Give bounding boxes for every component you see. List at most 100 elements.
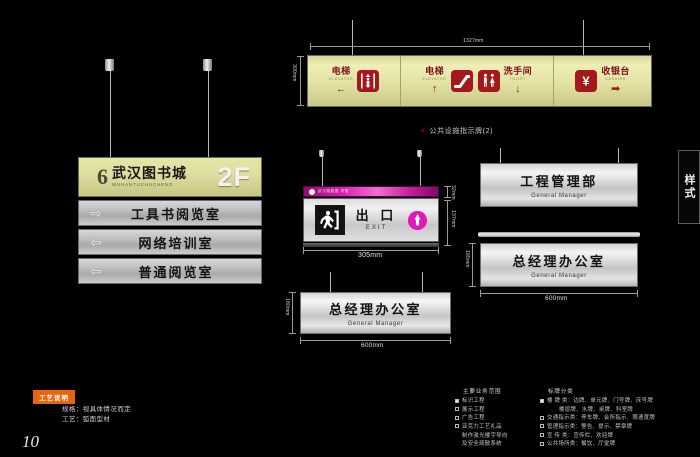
business-scope-title: 主要业务范围 [463, 389, 502, 395]
spec-line: 规格：视具体情况而定 [62, 406, 131, 413]
hanging-rod [618, 148, 619, 163]
ceiling-mount [417, 150, 422, 157]
exit-header-dimension-label: 32mm [450, 185, 456, 200]
exit-sign-brand-header: 武汉路路图 有限 [303, 186, 439, 197]
sign-types-text: 管理指示类：警告、提示、禁章牌 [547, 423, 633, 430]
facility-text-col: 收银台 CASHIER ➡ [601, 67, 630, 94]
arrow-left-icon: ⇦ [90, 233, 102, 250]
gm-bottom-width-dimension-line [300, 337, 451, 344]
business-scope-text: 制作激光楼宇导向 [462, 432, 508, 439]
gm-bottom-height-dimension-label: 180mm [284, 298, 290, 316]
business-scope-block: 主要业务范围 标识工程 展示工程 广告工程 亚克力工艺礼品 制作激光楼宇导向 及… [455, 387, 508, 449]
business-scope-item: 制作激光楼宇导向 [455, 432, 508, 441]
facility-label-en: CASHIER [605, 76, 627, 81]
business-scope-text: 广告工程 [462, 415, 485, 422]
exit-width-dimension-line [303, 247, 439, 254]
arrow-right-icon: ⇨ [90, 204, 102, 221]
facility-label-cn: 电梯 [331, 66, 351, 77]
page-number: 10 [22, 432, 39, 451]
gm-right-width-dimension-line [480, 290, 638, 297]
gm-bottom-height-dimension-line [289, 292, 296, 334]
business-scope-item: 广告工程 [455, 414, 508, 423]
facility-label-block: 收银台 CASHIER [601, 67, 630, 81]
checkbox-icon [455, 407, 459, 412]
checkbox-icon [455, 424, 459, 429]
checkbox-icon [455, 415, 459, 420]
business-scope-item: 展示工程 [455, 406, 508, 415]
facility-item-escalator: 电梯 ELEVATOR ↑ [422, 67, 473, 94]
sign-types-item: 交通指示类：停车牌、会所指示、限速度牌 [540, 414, 655, 423]
style-tab-label: 样式 [683, 174, 695, 200]
elevator-icon [357, 70, 380, 92]
checkbox-spacer [455, 442, 459, 446]
hanging-rod [420, 155, 421, 186]
facilities-panel-3: ¥ 收银台 CASHIER ➡ [554, 56, 651, 106]
exit-sign-base [303, 243, 439, 247]
sign-types-item: 楼层牌、水牌、桌牌、科室牌 [540, 406, 655, 415]
plate-label-cn: 总经理办公室 [512, 254, 606, 269]
sign-types-item: 楼 牌 类：边牌、单元牌、门号牌、床号牌 [540, 397, 655, 406]
sign-types-text: 楼 牌 类：边牌、单元牌、门号牌、床号牌 [547, 398, 654, 404]
sign-types-item: 管理指示类：警告、提示、禁章牌 [540, 423, 655, 432]
plate-label-cn: 工程管理部 [520, 174, 598, 189]
style-side-tab[interactable]: 样式 [678, 150, 700, 224]
business-scope-text: 亚克力工艺礼品 [462, 423, 502, 430]
library-floor-label: 2F [217, 161, 251, 192]
hanging-rod [352, 20, 353, 55]
library-directory-row: ⇨ 工具书阅览室 [78, 200, 262, 226]
facility-text-col: 电梯 ELEVATOR ↑ [422, 67, 446, 94]
cashier-yen-icon: ¥ [575, 70, 598, 92]
process-note-lines: 规格：视具体情况而定 工艺：弧面型材 [62, 405, 131, 425]
exit-width-dimension-label: 305mm [358, 252, 383, 259]
hanging-rod [208, 68, 209, 158]
facilities-width-dimension-line [310, 43, 650, 50]
toilet-icon [477, 70, 500, 92]
sign-types-item: 宣 传 类：宣传栏、欢迎牌 [540, 432, 655, 441]
sign-types-text: 楼层牌、水牌、桌牌、科室牌 [559, 406, 633, 413]
plate-top-rail [478, 232, 640, 237]
arrow-left-icon: ⇦ [90, 262, 102, 279]
business-scope-item: 标识工程 [455, 397, 508, 406]
facility-label-cn: 收银台 [601, 66, 630, 77]
facility-label-cn: 洗手间 [503, 66, 533, 77]
ceiling-mount [203, 59, 212, 71]
facilities-panel-2: 电梯 ELEVATOR ↑ [401, 56, 555, 106]
facility-label-en: ELEVATOR [329, 76, 354, 81]
library-row-label: 普通阅览室 [138, 264, 214, 280]
spec-line: 工艺：弧面型材 [62, 415, 111, 423]
exit-header-dimension-line [444, 186, 451, 198]
plate-label-en: General Manager [531, 193, 587, 199]
hanging-rod [330, 272, 331, 292]
hanging-rod [583, 20, 584, 55]
svg-text:¥: ¥ [583, 74, 591, 89]
facilities-height-dimension-label: 300mm [291, 64, 297, 82]
general-manager-plate-bottom: 总经理办公室 General Manager [300, 292, 451, 334]
facility-item-toilet: 洗手间 TOILET ↓ [477, 66, 533, 94]
facility-item-cashier: ¥ 收银台 CASHIER ➡ [575, 67, 630, 94]
library-sign-header: 6 武汉图书城 WUHANTUCHUCHENG 2F [78, 157, 262, 197]
library-name-cn: 武汉图书城 [112, 165, 187, 182]
facility-label-block: 电梯 ELEVATOR [329, 67, 353, 81]
hanging-rod [422, 272, 423, 292]
gm-right-height-dimension-line [469, 243, 476, 287]
checkbox-icon [540, 415, 544, 420]
gm-right-height-dimension-label: 185mm [464, 250, 470, 268]
library-name-en: WUHANTUCHUCHENG [112, 182, 174, 188]
business-scope-item: 亚克力工艺礼品 [455, 423, 508, 432]
exit-label-en: EXIT [365, 225, 388, 231]
exit-sign: 武汉路路图 有限 出 口 EXIT [303, 186, 439, 247]
ceiling-mount [105, 59, 114, 71]
checkbox-spacer [540, 407, 544, 411]
general-manager-plate-right: 总经理办公室 General Manager [480, 243, 638, 287]
facilities-width-dimension-label: 1327mm [463, 38, 484, 44]
exit-badge-icon [407, 210, 427, 230]
library-row-label: 网络培训室 [138, 235, 214, 251]
facility-arrow-up: ↑ [431, 82, 438, 95]
library-directory-row: ⇦ 普通阅览室 [78, 258, 262, 284]
hanging-rod [500, 148, 501, 163]
caption-text: 公共设施指示牌(2) [429, 128, 494, 135]
facilities-panel-1: 电梯 ELEVATOR ← [308, 56, 402, 106]
plate-label-en: General Manager [347, 321, 404, 327]
gm-right-width-dimension-label: 600mm [545, 295, 568, 302]
facility-arrow-right: ➡ [611, 82, 621, 95]
